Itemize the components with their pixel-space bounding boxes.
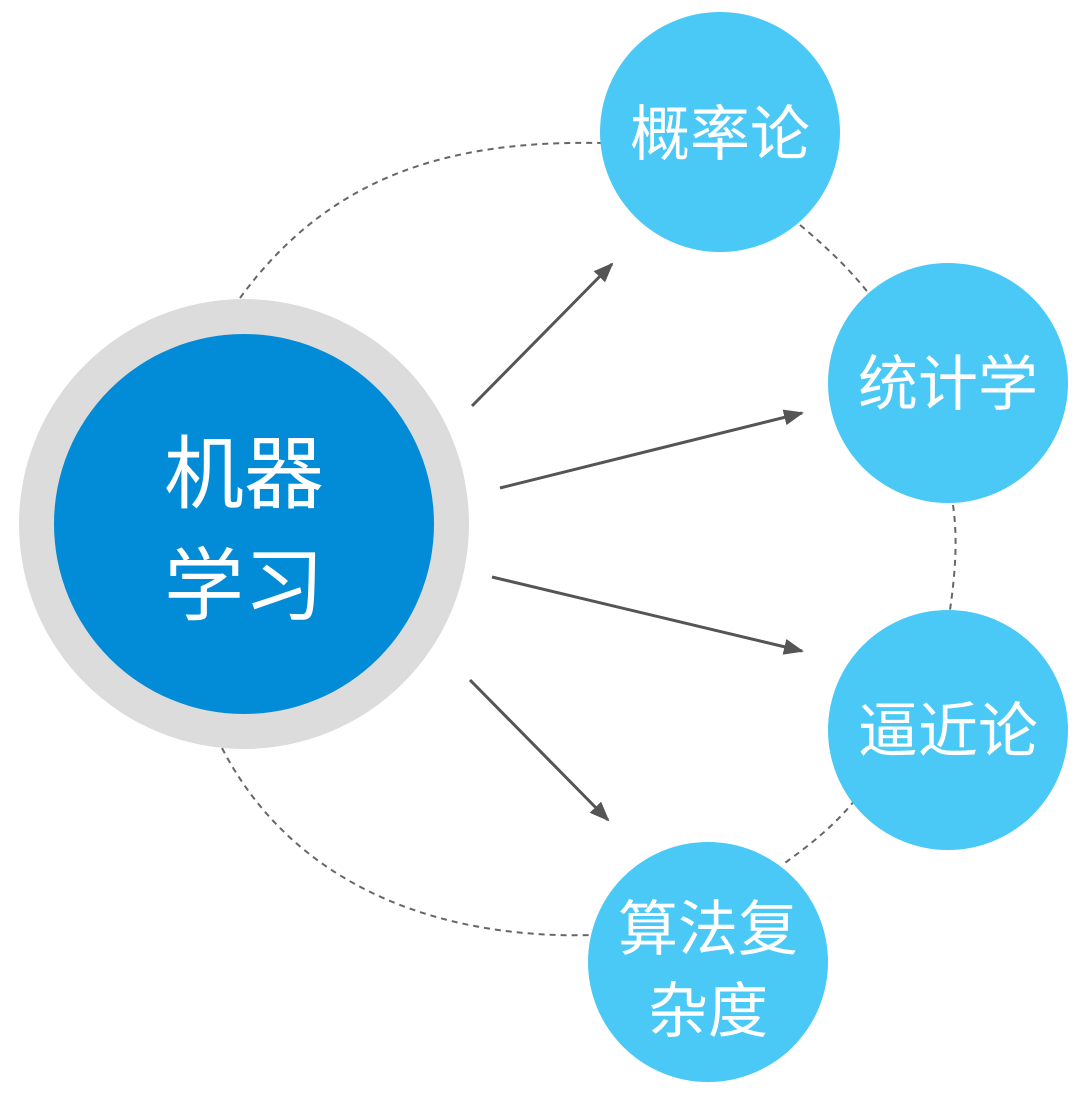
node-complexity-label-line1: 算法复: [618, 895, 798, 965]
center-node: 机器 学习: [19, 299, 469, 749]
orbit-arc-approx-complexity: [781, 799, 856, 866]
center-circle: [54, 334, 434, 714]
orbit-arc-prob-stat: [799, 224, 871, 296]
node-probability-circle: [600, 12, 840, 252]
node-approximation-label: 逼近论: [858, 697, 1038, 767]
arrow-to-statistics: [499, 409, 804, 490]
arrow-to-approximation: [491, 575, 804, 655]
node-approximation-circle: [828, 610, 1068, 850]
orbit-arc-bottom: [221, 747, 596, 937]
center-label-line1: 机器: [164, 428, 324, 521]
dashed-orbit: [221, 141, 957, 937]
arrow-to-complexity: [468, 678, 610, 822]
orbit-arc-stat-approx: [949, 504, 957, 611]
node-complexity: 算法复 杂度: [588, 842, 828, 1082]
arrow-to-probability: [470, 262, 614, 408]
node-complexity-circle: [588, 842, 828, 1082]
node-statistics: 统计学: [828, 263, 1068, 503]
orbit-arc-top: [239, 141, 603, 299]
node-probability: 概率论: [600, 12, 840, 252]
node-approximation: 逼近论: [828, 610, 1068, 850]
node-statistics-circle: [828, 263, 1068, 503]
center-label-line2: 学习: [164, 540, 324, 633]
node-complexity-label-line2: 杂度: [648, 977, 768, 1047]
node-probability-label: 概率论: [630, 100, 810, 170]
node-statistics-label: 统计学: [858, 350, 1038, 420]
arrows: [468, 262, 804, 822]
